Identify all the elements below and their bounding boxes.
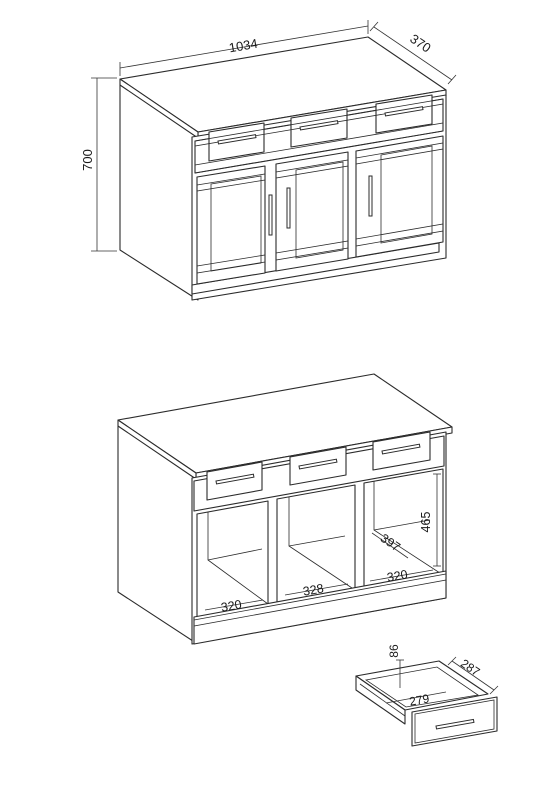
dim-compartment-height: 465 — [419, 473, 441, 567]
label-drawer-height: 86 — [387, 644, 401, 658]
open-drawer-handle-middle — [298, 458, 338, 470]
drawer-front-right — [375, 94, 433, 134]
cabinet-closed-view — [119, 36, 447, 301]
cabinet-open-view — [117, 373, 453, 645]
drawer-front-left — [208, 122, 265, 162]
dim-compartment-middle-width: 328 — [284, 581, 349, 599]
dim-compartment-left-width: 320 — [204, 597, 264, 615]
door-left — [196, 165, 266, 285]
dim-drawer-height: 86 — [387, 644, 404, 688]
drawer-handle-middle — [299, 120, 339, 131]
open-drawer-handle-left — [215, 473, 255, 485]
drawer-handle-left — [217, 134, 257, 145]
drawer-handle-right — [384, 106, 424, 117]
label-compartment-height: 465 — [419, 512, 433, 533]
label-compartment-left-width: 320 — [220, 597, 243, 614]
door-handle-left — [268, 194, 273, 236]
cabinet-left-side — [119, 78, 199, 301]
open-drawer-handle-right — [381, 443, 421, 455]
cabinet-side-top-line — [119, 84, 199, 139]
label-compartment-middle-width: 328 — [302, 581, 325, 598]
door-handle-middle — [286, 187, 291, 229]
drawer-detail-view — [355, 660, 498, 747]
label-drawer-inner-width: 279 — [408, 691, 430, 708]
door-right — [355, 135, 444, 258]
dim-overall-height: 700 — [80, 77, 117, 252]
label-overall-width: 1034 — [228, 36, 259, 56]
drawer-front-panel — [411, 696, 498, 747]
open-cabinet-base — [193, 570, 447, 645]
dim-drawer-inner-width: 279 — [385, 691, 447, 709]
drawer-left-side — [355, 675, 406, 725]
dim-overall-width: 1034 — [119, 20, 369, 76]
label-overall-height: 700 — [80, 149, 95, 171]
dim-compartment-right-width: 320 — [369, 567, 434, 585]
label-compartment-right-width: 320 — [386, 567, 409, 584]
door-handle-right — [368, 175, 373, 217]
drawer-front-middle — [290, 108, 348, 148]
drawer-detail-handle — [435, 718, 475, 730]
door-middle — [275, 151, 349, 272]
